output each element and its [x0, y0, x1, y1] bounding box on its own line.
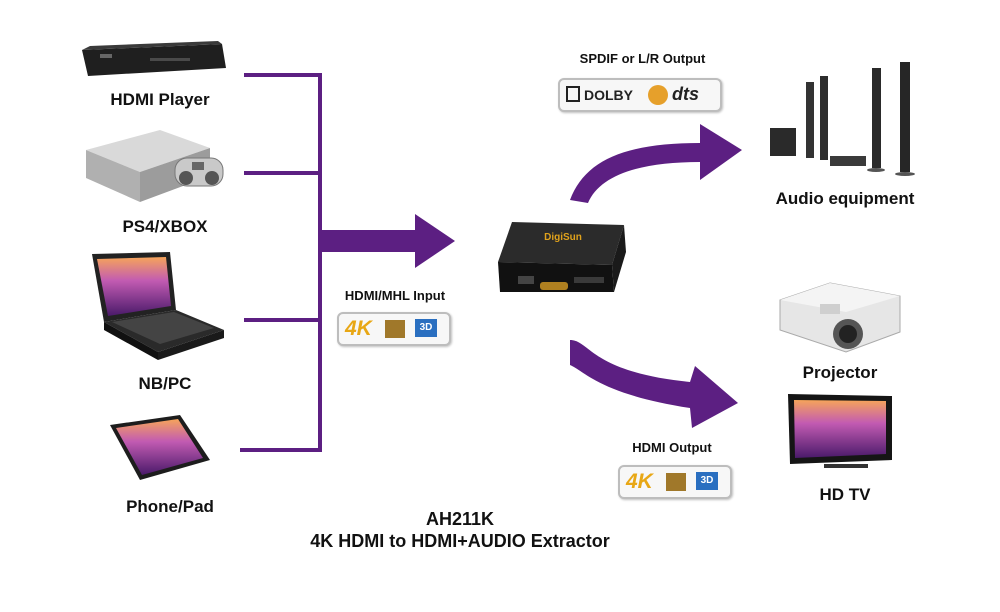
input-format-badge: 4K 3D	[337, 312, 451, 346]
label-hd-tv: HD TV	[819, 485, 871, 504]
hdmi-output-arrow	[570, 340, 738, 428]
dts-disc-icon	[648, 85, 668, 105]
dolby-icon	[566, 86, 580, 102]
hdr-icon	[385, 320, 405, 338]
svg-text:DigiSun: DigiSun	[544, 232, 582, 243]
label-spdif-output: SPDIF or L/R Output	[579, 51, 706, 66]
label-nb-pc: NB/PC	[138, 374, 192, 393]
label-audio-equipment: Audio equipment	[775, 189, 915, 208]
4k-logo: 4K	[345, 317, 372, 340]
label-hdmi-player: HDMI Player	[110, 90, 210, 109]
label-ps4-xbox: PS4/XBOX	[122, 217, 208, 236]
product-title: AH211K 4K HDMI to HDMI+AUDIO Extractor	[250, 508, 670, 552]
input-arrow	[320, 214, 455, 268]
label-hdmi-output: HDMI Output	[632, 440, 712, 455]
3d-logo: 3D	[415, 319, 437, 337]
product-model: AH211K	[425, 509, 495, 529]
input-bus-lines	[240, 73, 322, 452]
hdr-icon	[666, 473, 686, 491]
3d-logo: 3D	[696, 472, 718, 490]
dolby-text: DOLBY	[584, 87, 633, 103]
label-hdmi-mhl-input: HDMI/MHL Input	[344, 288, 446, 303]
product-name: 4K HDMI to HDMI+AUDIO Extractor	[310, 531, 610, 551]
label-projector: Projector	[802, 363, 878, 382]
audio-format-badge: DOLBY dts	[558, 78, 722, 112]
4k-logo: 4K	[626, 470, 653, 493]
label-phone-pad: Phone/Pad	[126, 497, 214, 516]
audio-output-arrow	[570, 124, 742, 203]
dts-text: dts	[672, 84, 699, 104]
output-format-badge: 4K 3D	[618, 465, 732, 499]
